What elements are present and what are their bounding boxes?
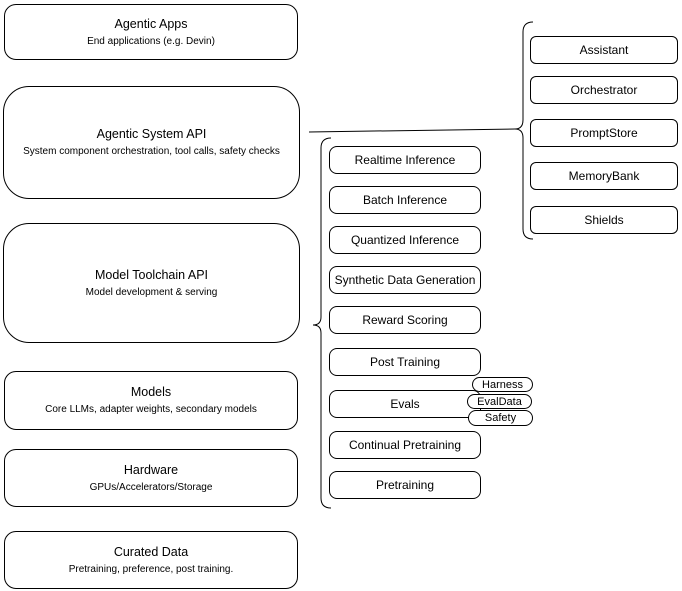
component-box-promptstore: PromptStore — [530, 119, 678, 147]
component-label: MemoryBank — [568, 169, 640, 183]
service-label: Synthetic Data Generation — [334, 273, 476, 287]
layer-box-agentic-apps: Agentic Apps End applications (e.g. Devi… — [4, 4, 298, 60]
service-label: Evals — [390, 397, 420, 411]
layer-box-agentic-system-api: Agentic System API System component orch… — [3, 86, 300, 199]
service-box-batch-inference: Batch Inference — [329, 186, 481, 214]
service-box-synthetic-data-generation: Synthetic Data Generation — [329, 266, 481, 294]
component-box-memorybank: MemoryBank — [530, 162, 678, 190]
service-label: Realtime Inference — [354, 153, 456, 167]
component-box-assistant: Assistant — [530, 36, 678, 64]
service-label: Post Training — [369, 355, 441, 369]
component-label: Orchestrator — [570, 83, 638, 97]
layer-subtitle: Core LLMs, adapter weights, secondary mo… — [45, 404, 257, 415]
layer-subtitle: System component orchestration, tool cal… — [23, 146, 280, 157]
layer-title: Agentic System API — [96, 127, 207, 141]
layer-subtitle: End applications (e.g. Devin) — [87, 35, 215, 47]
layer-subtitle: Pretraining, preference, post training. — [68, 563, 234, 575]
layer-title: Agentic Apps — [114, 16, 188, 31]
service-label: Reward Scoring — [362, 313, 448, 327]
layer-box-hardware: Hardware GPUs/Accelerators/Storage — [4, 449, 298, 507]
service-box-post-training: Post Training — [329, 348, 481, 376]
system-api-to-components-line — [308, 128, 516, 133]
eval-tag-safety: Safety — [468, 410, 533, 426]
eval-tag-label: EvalData — [477, 395, 522, 408]
layer-box-model-toolchain-api: Model Toolchain API Model development & … — [3, 223, 300, 343]
service-label: Pretraining — [375, 478, 435, 492]
eval-tag-harness: Harness — [472, 377, 533, 392]
service-box-pretraining: Pretraining — [329, 471, 481, 499]
service-box-realtime-inference: Realtime Inference — [329, 146, 481, 174]
eval-tag-label: Safety — [484, 412, 517, 424]
component-label: Assistant — [579, 43, 629, 57]
layer-box-models: Models Core LLMs, adapter weights, secon… — [4, 371, 298, 430]
component-box-shields: Shields — [530, 206, 678, 234]
service-box-quantized-inference: Quantized Inference — [329, 226, 481, 254]
component-box-orchestrator: Orchestrator — [530, 76, 678, 104]
layer-subtitle: Model development & serving — [85, 286, 218, 298]
service-label: Quantized Inference — [350, 233, 460, 247]
component-label: PromptStore — [570, 126, 638, 140]
layer-title: Hardware — [123, 462, 179, 477]
service-box-evals: Evals — [329, 390, 481, 418]
service-label: Batch Inference — [362, 193, 448, 207]
service-box-continual-pretraining: Continual Pretraining — [329, 431, 481, 459]
layer-subtitle: GPUs/Accelerators/Storage — [89, 481, 213, 493]
service-label: Continual Pretraining — [348, 438, 462, 452]
eval-tag-evaldata: EvalData — [467, 394, 532, 409]
layer-box-curated-data: Curated Data Pretraining, preference, po… — [4, 531, 298, 589]
eval-tag-label: Harness — [482, 378, 523, 391]
component-label: Shields — [584, 213, 624, 227]
layer-title: Model Toolchain API — [94, 267, 209, 282]
service-box-reward-scoring: Reward Scoring — [329, 306, 481, 334]
layer-title: Models — [130, 385, 172, 399]
layer-title: Curated Data — [113, 544, 189, 559]
